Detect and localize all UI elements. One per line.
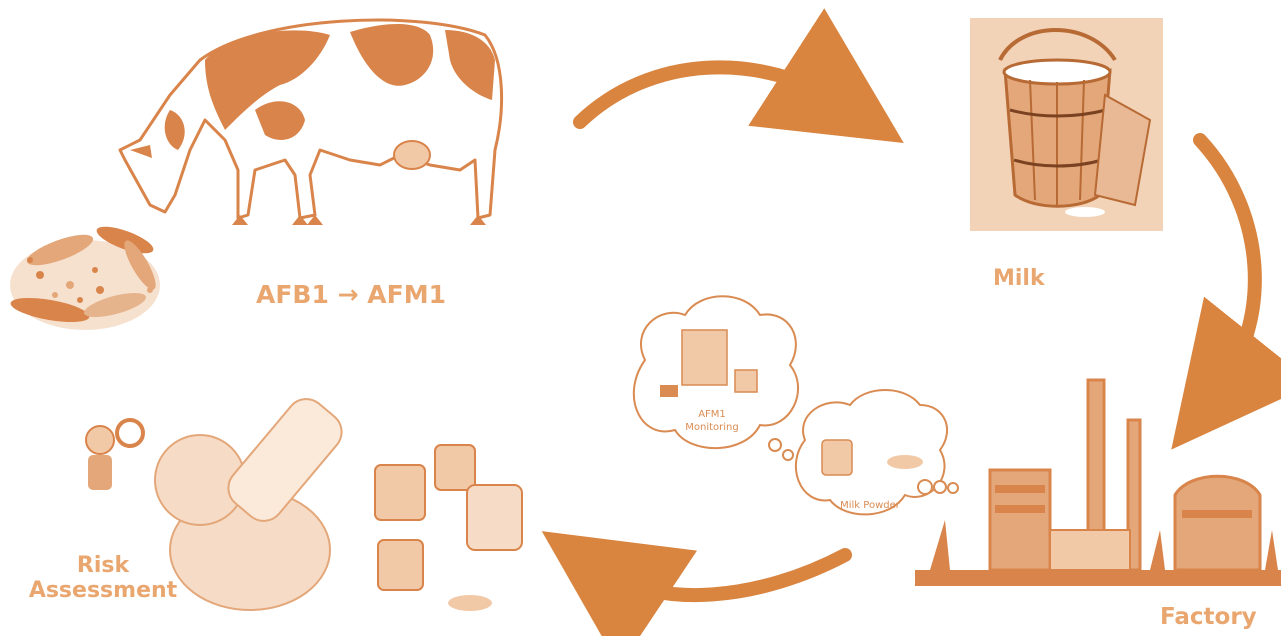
milk-powder-thought-cloud: Milk Powder bbox=[796, 390, 947, 514]
afb1-text: AFB1 bbox=[256, 280, 329, 309]
risk-inspector-illustration bbox=[86, 420, 143, 490]
arrow-factory-to-consumer bbox=[600, 555, 845, 595]
milk-containers-illustration bbox=[375, 445, 522, 611]
milk-bucket-illustration bbox=[970, 18, 1163, 231]
feed-grain-pile bbox=[9, 221, 161, 330]
monitoring-thought-cloud: AFM1 Monitoring bbox=[634, 296, 798, 448]
conversion-arrow-icon: → bbox=[338, 280, 359, 309]
risk-label-line1: Risk bbox=[18, 553, 188, 578]
milk-powder-label: Milk Powder bbox=[840, 500, 901, 511]
monitoring-label-line2: Monitoring bbox=[685, 422, 738, 433]
risk-label-line2: Assessment bbox=[18, 578, 188, 603]
afm1-text: AFM1 bbox=[367, 280, 446, 309]
factory-label: Factory bbox=[1160, 604, 1257, 630]
cow-illustration bbox=[120, 20, 502, 225]
afb-to-afm-label: AFB1 → AFM1 bbox=[256, 280, 446, 309]
milk-label: Milk bbox=[993, 266, 1045, 291]
monitoring-label-line1: AFM1 bbox=[698, 409, 726, 420]
arrow-milk-to-factory bbox=[1200, 140, 1255, 395]
arrow-cow-to-milk bbox=[580, 67, 845, 122]
factory-illustration bbox=[915, 380, 1281, 586]
risk-assessment-label: Risk Assessment bbox=[18, 553, 188, 603]
